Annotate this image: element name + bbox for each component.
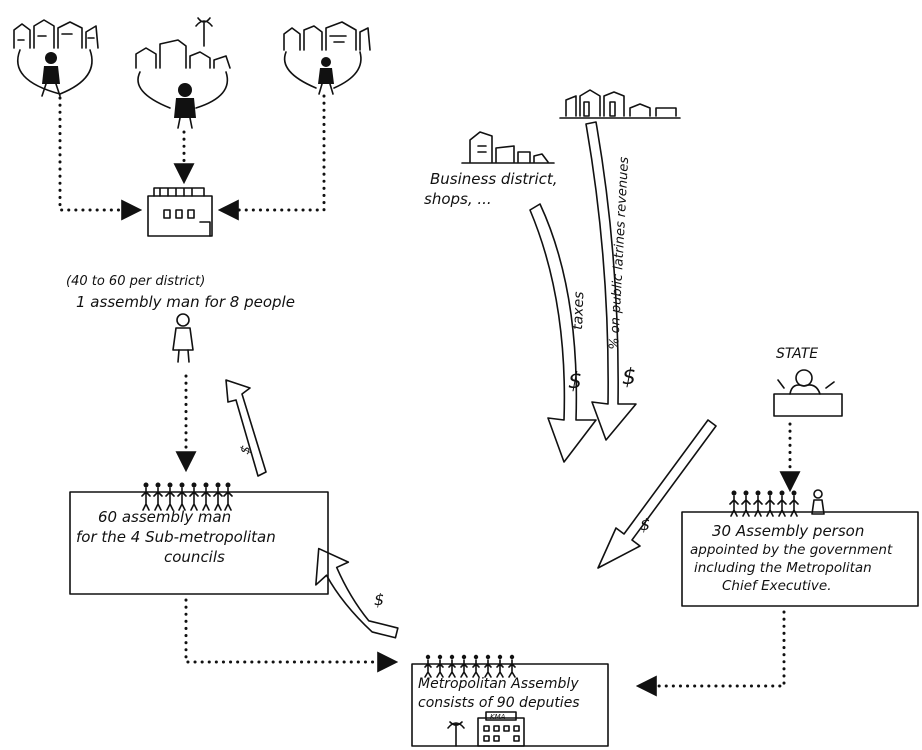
business-label-1: Business district,: [430, 170, 558, 188]
taxes-dollar: $: [568, 369, 582, 394]
kma-label: KMA: [490, 713, 506, 721]
person-icon: [42, 52, 60, 96]
appointed-line-2: appointed by the government: [690, 542, 893, 558]
business-label-2: shops, ...: [424, 190, 492, 208]
metro-people-icon: [425, 655, 515, 677]
district-note: (40 to 60 per district): [66, 274, 205, 289]
council-line-2: for the 4 Sub-metropolitan: [76, 528, 276, 546]
business-district-icon: [462, 132, 554, 163]
assembly-man-icon: [173, 314, 193, 362]
flow-appointed-to-metro: [640, 612, 784, 686]
state-label: STATE: [776, 346, 818, 362]
latrines-dollar: $: [622, 365, 636, 390]
money-arrow-up-icon: $: [226, 380, 266, 476]
metro-dollar: $: [374, 590, 384, 609]
assembly-ratio: 1 assembly man for 8 people: [76, 293, 295, 311]
person-icon: [174, 83, 196, 128]
taxes-label: taxes: [570, 291, 587, 330]
latrines-building-icon: [560, 90, 680, 118]
local-office-building-icon: [148, 188, 212, 236]
appointed-line-3: including the Metropolitan: [694, 560, 872, 576]
flow-right-to-office: [222, 96, 324, 210]
svg-text:$: $: [237, 444, 254, 457]
flow-left-to-office: [60, 98, 138, 210]
metro-to-council-arrow-icon: [302, 549, 412, 638]
latrines-label: % on public latrines revenues: [607, 156, 632, 350]
state-dollar: $: [640, 515, 650, 534]
metro-line-2: consists of 90 deputies: [418, 695, 580, 711]
appointed-line-1: 30 Assembly person: [712, 522, 864, 540]
flow-council-to-metro: [186, 600, 394, 662]
appointed-line-4: Chief Executive.: [722, 578, 832, 594]
taxes-arrow-icon: [530, 204, 596, 462]
council-people-icon: [142, 483, 232, 511]
council-line-3: councils: [164, 548, 225, 566]
council-line-1: 60 assembly man: [98, 508, 231, 526]
metro-line-1: Metropolitan Assembly: [418, 676, 579, 692]
state-official-icon: [774, 370, 842, 416]
kma-building-icon: KMA: [448, 712, 524, 746]
person-icon: [318, 57, 334, 94]
